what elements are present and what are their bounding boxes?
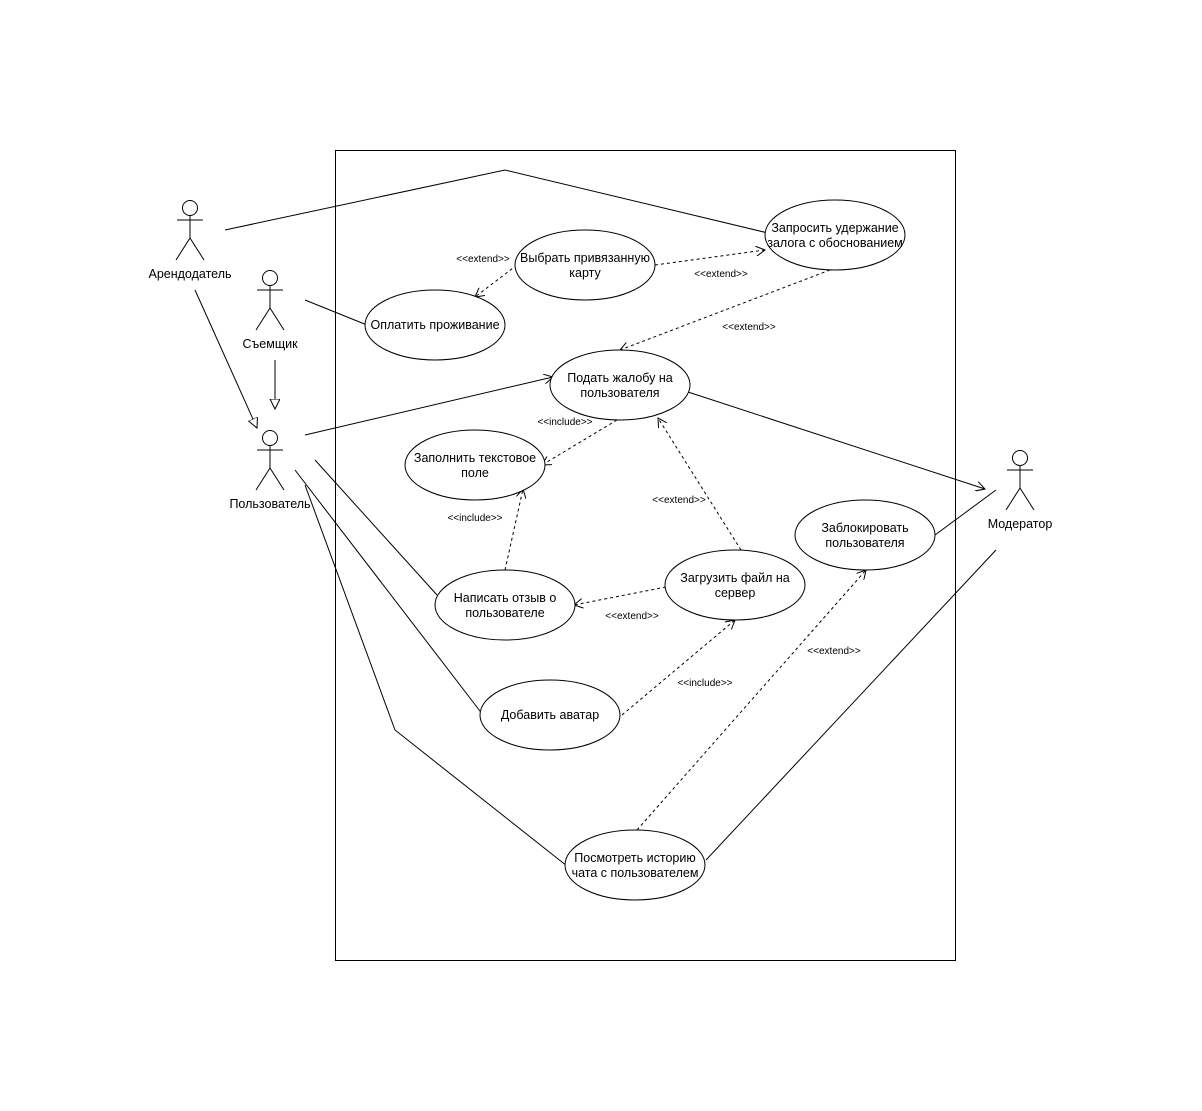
use-case-pay[interactable]: Оплатить проживание	[364, 289, 506, 361]
use-case-label-line2: пользователя	[825, 536, 904, 550]
label-include-review-fill: <<include>>	[447, 513, 502, 524]
label-extend-upload-review: <<extend>>	[605, 611, 659, 622]
dep-choose-card-to-hold	[654, 250, 765, 266]
assoc-user-history	[304, 484, 568, 867]
use-case-fill-text[interactable]: Заполнить текстовое поле	[404, 429, 546, 501]
label-extend-hold-complain: <<extend>>	[722, 322, 776, 333]
use-case-label-line2: пользователе	[465, 606, 544, 620]
actor-label: Съемщик	[242, 337, 298, 351]
use-case-label-line2: пользователя	[580, 386, 659, 400]
actor-tenant[interactable]: Съемщик	[242, 270, 298, 352]
actor-label: Арендодатель	[148, 267, 231, 281]
use-case-label-line2: залога с обоснованием	[767, 236, 903, 250]
use-case-label: Оплатить проживание	[370, 318, 499, 332]
use-case-label-line1: Написать отзыв о	[454, 591, 557, 605]
assoc-user-avatar	[294, 469, 484, 716]
actor-label: Модератор	[988, 517, 1053, 531]
use-case-label-line1: Заполнить текстовое	[414, 451, 536, 465]
use-case-view-chat-history[interactable]: Посмотреть историю чата с пользователем	[564, 829, 706, 901]
label-extend-history-block: <<extend>>	[807, 646, 861, 657]
stick-figure-icon	[255, 270, 285, 331]
dep-history-to-block	[636, 570, 866, 831]
assoc-user-review	[314, 459, 438, 596]
assoc-user-complain	[304, 377, 553, 436]
stick-figure-icon	[255, 430, 285, 491]
generalization-landlord-user	[194, 289, 257, 428]
label-extend-choose-pay: <<extend>>	[456, 254, 510, 265]
dep-upload-to-complain	[658, 418, 742, 551]
actor-label: Пользователь	[229, 497, 310, 511]
label-extend-upload-complain: <<extend>>	[652, 495, 706, 506]
use-case-label-line2: чата с пользователем	[572, 866, 699, 880]
label-extend-choose-hold: <<extend>>	[694, 269, 748, 280]
dep-complain-to-fill-text	[542, 419, 618, 465]
dep-hold-to-complain	[620, 269, 831, 350]
dep-avatar-to-upload	[621, 620, 735, 716]
dep-review-to-fill-text	[504, 489, 523, 571]
assoc-complain-moderator	[687, 391, 985, 489]
use-case-add-avatar[interactable]: Добавить аватар	[479, 679, 621, 751]
use-case-label-line2: сервер	[715, 586, 756, 600]
use-case-label-line2: карту	[569, 266, 601, 280]
use-case-write-review[interactable]: Написать отзыв о пользователе	[434, 569, 576, 641]
use-case-complain[interactable]: Подать жалобу на пользователя	[549, 349, 691, 421]
use-case-label-line1: Запросить удержание	[771, 221, 898, 235]
use-case-block-user[interactable]: Заблокировать пользователя	[794, 499, 936, 571]
use-case-label-line1: Подать жалобу на	[567, 371, 673, 385]
label-include-complain-fill: <<include>>	[537, 417, 592, 428]
actor-user[interactable]: Пользователь	[229, 430, 311, 512]
use-case-label: Добавить аватар	[501, 708, 599, 722]
use-case-choose-card[interactable]: Выбрать привязанную карту	[514, 229, 656, 301]
use-case-upload-file[interactable]: Загрузить файл на сервер	[664, 549, 806, 621]
actor-landlord[interactable]: Арендодатель	[148, 200, 232, 282]
use-case-label-line2: поле	[461, 466, 489, 480]
use-case-request-hold[interactable]: Запросить удержание залога с обоснование…	[764, 199, 906, 271]
dep-choose-card-to-pay	[475, 264, 518, 297]
actor-moderator[interactable]: Модератор	[988, 450, 1053, 532]
use-case-label-line1: Выбрать привязанную	[520, 251, 650, 265]
assoc-moderator-block	[934, 489, 997, 536]
stick-figure-icon	[175, 200, 205, 261]
label-include-avatar-upload: <<include>>	[677, 678, 732, 689]
stick-figure-icon	[1005, 450, 1035, 511]
assoc-landlord-request-hold	[224, 169, 769, 234]
use-case-label-line1: Заблокировать	[821, 521, 908, 535]
use-case-label-line1: Загрузить файл на	[680, 571, 789, 585]
dep-upload-to-review	[574, 586, 667, 605]
assoc-tenant-pay	[304, 299, 368, 326]
system-boundary	[335, 150, 956, 961]
assoc-moderator-history	[705, 549, 997, 861]
use-case-label-line1: Посмотреть историю	[574, 851, 695, 865]
